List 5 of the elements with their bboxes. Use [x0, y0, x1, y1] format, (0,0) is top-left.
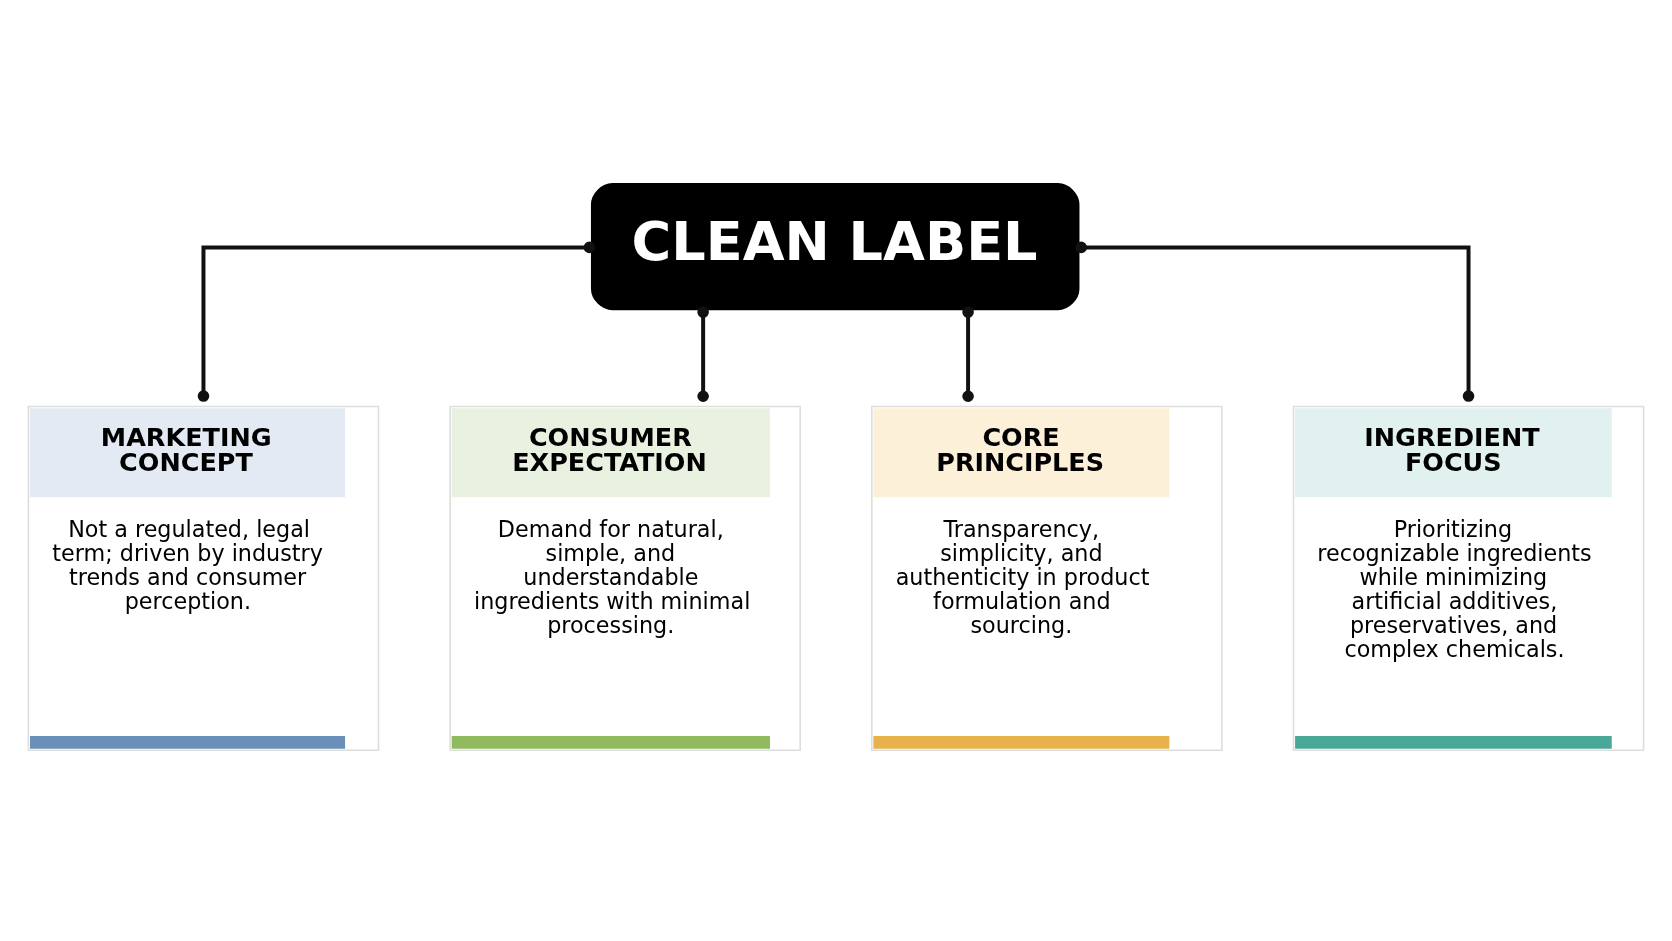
node-box: CLEAN LABEL: [590, 182, 1080, 310]
connector: [962, 305, 974, 402]
connector: [697, 305, 709, 402]
connector: [1075, 241, 1475, 402]
connector: [197, 241, 596, 402]
